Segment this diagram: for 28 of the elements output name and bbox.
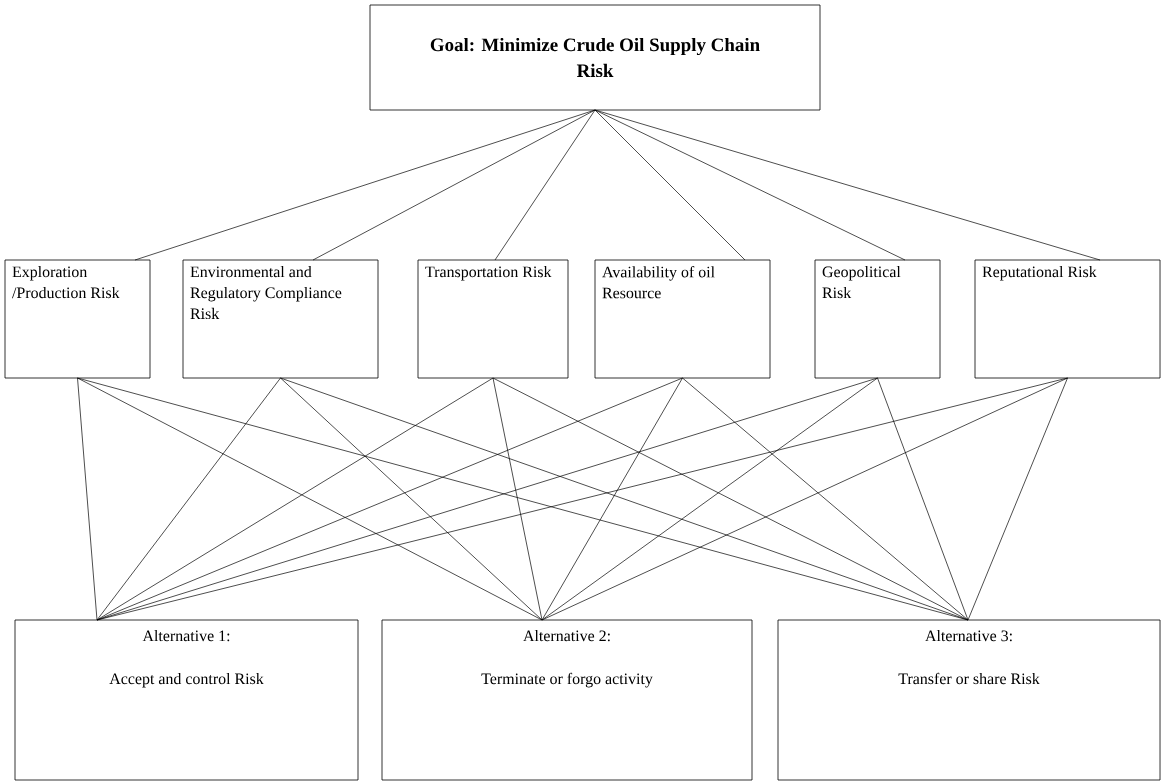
alternative-box: Alternative 2: Terminate or forgo activity [381,619,753,781]
connector-line [96,377,281,621]
connector-line [280,377,969,621]
criterion-box: Geopolitical Risk [814,259,941,379]
alternative-box: Alternative 1: Accept and control Risk [14,619,359,781]
connector-line [494,109,596,261]
connector-line [492,377,543,621]
connector-line [594,109,906,261]
alternative-box: Alternative 3: Transfer or share Risk [777,619,1161,781]
connector-line [541,377,878,621]
criterion-box: Availability of oil Resource [594,259,771,379]
connector-line [541,377,1068,621]
criterion-box: Transportation Risk [417,259,569,379]
connector-line [280,377,543,621]
connector-line [77,377,98,621]
connector-line [594,109,746,261]
connector-line [594,109,1101,261]
criterion-box: Environmental and Regulatory Compliance Risk [182,259,379,379]
connector-line [682,377,969,621]
connector-line [541,377,683,621]
connector-line [96,377,683,621]
criterion-box: Reputational Risk [974,259,1161,379]
connector-line [312,109,596,261]
criterion-box: Exploration /Production Risk [4,259,151,379]
connector-line [134,109,596,261]
connector-line [967,377,1068,621]
goal-box: Goal: Minimize Crude Oil Supply Chain Risk [369,4,821,111]
connector-line [877,377,969,621]
